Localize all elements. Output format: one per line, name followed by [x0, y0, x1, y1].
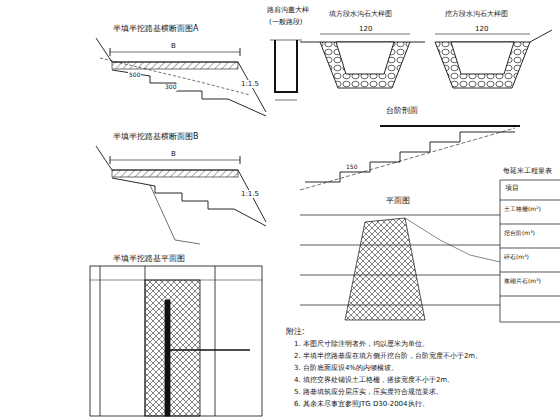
table-cell: 挖台阶(m³) [503, 230, 536, 237]
section-title: 半填半挖路基平面图 [112, 254, 186, 263]
table-cell: 浆砌片石(m³) [503, 278, 542, 285]
table-cell: 土工格栅(m²) [503, 206, 542, 213]
curb-channel-detail [270, 40, 302, 100]
dimension: B [170, 150, 177, 158]
note-line: 3. 台阶底面应设4%的内倾横坡。 [293, 364, 399, 372]
dimension: 500 [128, 72, 141, 79]
section-title: 半填半挖路基横断面图B [112, 132, 200, 141]
ditch-detail-cut [435, 30, 552, 88]
note-line: 1. 本图尺寸除注明者外，均以厘米为单位。 [293, 340, 430, 348]
detail-title: 路肩沟盖大样 [266, 6, 310, 14]
section-a [96, 38, 266, 116]
slope-ratio: 1:1.5 [240, 190, 260, 198]
section-b [96, 146, 266, 244]
table-title: 每延米工程量表 [502, 167, 553, 175]
note-line: 2. 半填半挖路基应在填方侧开挖台阶，台阶宽度不小于2m。 [293, 352, 483, 360]
dimension: 120 [358, 25, 373, 33]
note-line: 4. 填挖交界处铺设土工格栅，搭接宽度不小于2m。 [293, 376, 455, 384]
note-line: 5. 路基填筑应分层压实，压实度符合规范要求。 [293, 388, 444, 396]
ditch-detail-fill [300, 34, 425, 88]
dimension: 120 [474, 25, 489, 33]
dimension: 150 [345, 164, 358, 171]
table-cell: 项目 [504, 184, 520, 192]
detail-title: 平面图 [385, 196, 411, 205]
notes-heading: 附注: [285, 327, 306, 336]
dimension: B [170, 42, 177, 50]
slope-ratio: 1:1.5 [240, 80, 260, 88]
section-title: 半填半挖路基横断面图A [112, 24, 199, 33]
detail-title: 台阶剖面 [385, 106, 419, 115]
detail-subtitle: (一般路段) [268, 18, 303, 26]
step-profile [300, 126, 520, 190]
detail-title: 挖方段水沟石大样图 [444, 10, 509, 18]
plan-view-middle [300, 215, 500, 320]
detail-title: 填方段水沟石大样图 [328, 10, 393, 18]
quantity-table [500, 180, 560, 322]
table-cell: 碎石(m³) [503, 254, 530, 261]
dimension: 300 [164, 84, 177, 91]
plan-view-left [90, 266, 262, 416]
note-line: 6. 其余未尽事宜参照JTG D30-2004执行。 [293, 400, 430, 408]
